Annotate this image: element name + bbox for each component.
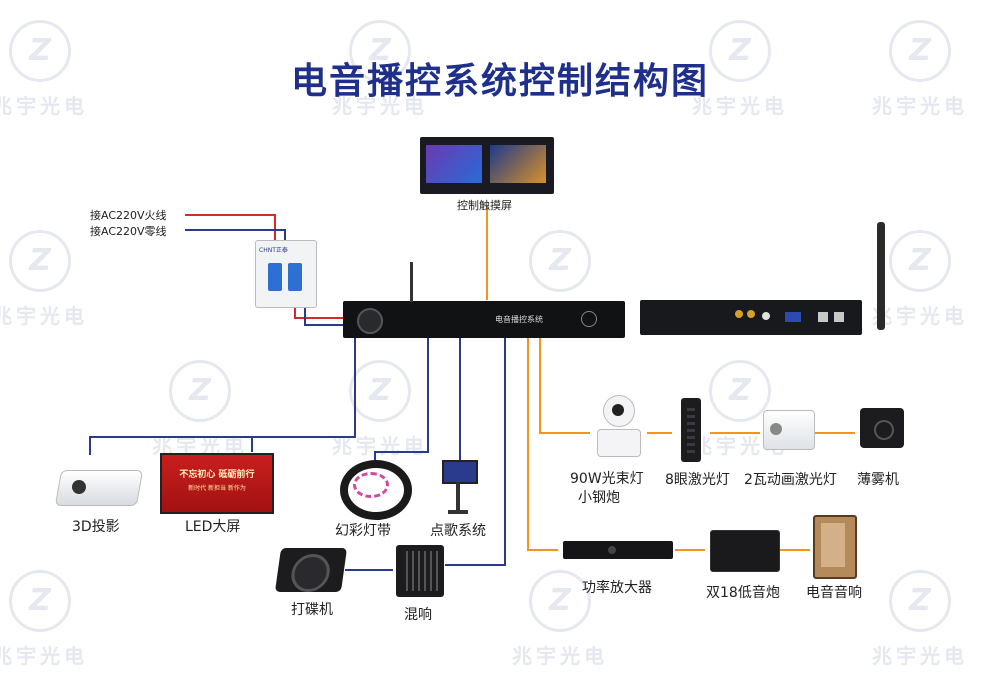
breaker-switch-2: [288, 263, 302, 291]
main-unit: 电音播控系统: [343, 301, 625, 338]
projector-label: 3D投影: [72, 519, 120, 535]
laser2-lens-icon: [770, 423, 782, 435]
song-base: [448, 510, 468, 514]
strip-reel: [340, 460, 412, 520]
led-screen: 不忘初心 砥砺前行 新时代 新担当 新作为: [160, 453, 274, 514]
light-strip-device: [335, 455, 412, 520]
fog-nozzle-icon: [874, 420, 894, 440]
amp-knob-icon: [608, 546, 616, 554]
touch-screen: [420, 137, 554, 194]
audio-wire: [527, 338, 558, 551]
rear-antenna: [877, 222, 885, 330]
main-unit-label: 电音播控系统: [495, 315, 543, 324]
laser8-device: [681, 398, 701, 462]
diagram-title: 电音播控系统控制结构图: [290, 61, 709, 102]
strip-label: 幻彩灯带: [335, 523, 391, 539]
speaker-device: [813, 515, 857, 579]
strip-wire: [374, 338, 429, 462]
brand-logo-icon: [581, 311, 597, 327]
rca-port-icon: [747, 310, 755, 318]
display-wire: [89, 338, 356, 455]
dj-label: 打碟机: [291, 602, 333, 618]
lights-wire: [539, 338, 590, 434]
speaker-label: 电音音响: [806, 585, 862, 601]
fog-label: 薄雾机: [857, 472, 899, 488]
touch-screen-panel-2: [490, 145, 546, 183]
breaker-brand: CHNT正泰: [259, 247, 288, 254]
beam-lens-icon: [612, 404, 624, 416]
laser2-label: 2瓦动画激光灯: [744, 472, 837, 488]
breaker-out-blue: [304, 305, 348, 326]
beam-light-device: [593, 395, 643, 459]
breaker-switch-1: [268, 263, 282, 291]
led-screen-line-1: 不忘初心 砥砺前行: [179, 470, 255, 480]
beam-label-line-2: 小钢炮: [578, 490, 620, 506]
laser2-device: [763, 410, 815, 450]
amp-device: [563, 541, 673, 559]
main-unit-antenna: [410, 262, 413, 302]
song-system-device: [440, 460, 478, 516]
lan-port-icon: [834, 312, 844, 322]
neutral-wire-label: 接AC220V零线: [90, 225, 167, 238]
breaker-out-red: [294, 305, 348, 319]
power-knob-icon: [357, 308, 383, 334]
sub-device: [710, 530, 780, 572]
beam-head: [603, 395, 635, 427]
circuit-breaker: CHNT正泰: [255, 240, 317, 308]
laser8-label: 8眼激光灯: [665, 472, 730, 488]
touch-screen-panel-1: [426, 145, 482, 183]
laser8-eyes: [687, 404, 695, 456]
led-label: LED大屏: [185, 519, 241, 535]
sub-label: 双18低音炮: [706, 585, 780, 601]
amp-label: 功率放大器: [582, 580, 652, 596]
neutral-wire: [185, 229, 286, 240]
mixer-label: 混响: [404, 607, 432, 623]
live-wire: [185, 214, 276, 240]
rca-port-icon: [735, 310, 743, 318]
usb-port-icon: [818, 312, 828, 322]
dj-platter-icon: [288, 554, 333, 592]
song-stand: [456, 482, 460, 510]
led-screen-line-2: 新时代 新担当 新作为: [188, 485, 246, 492]
vga-port-icon: [785, 312, 801, 322]
beam-label-line-1: 90W光束灯: [570, 471, 644, 487]
main-unit-rear: [640, 300, 862, 335]
rca-port-icon: [762, 312, 770, 320]
dj-device: [274, 548, 348, 592]
mixer-faders: [402, 551, 438, 591]
beam-base: [597, 429, 641, 457]
strip-leds: [353, 472, 389, 498]
projector-body: [54, 470, 144, 506]
song-label: 点歌系统: [430, 523, 486, 539]
touch-screen-label: 控制触摸屏: [457, 199, 512, 212]
song-screen: [442, 460, 478, 484]
projector-lens-icon: [72, 480, 86, 494]
mixer-wire: [445, 338, 506, 566]
projector-device: [54, 460, 144, 508]
live-wire-label: 接AC220V火线: [90, 209, 167, 222]
fog-device: [860, 408, 904, 448]
speaker-grille: [821, 523, 845, 567]
mixer-device: [396, 545, 444, 597]
